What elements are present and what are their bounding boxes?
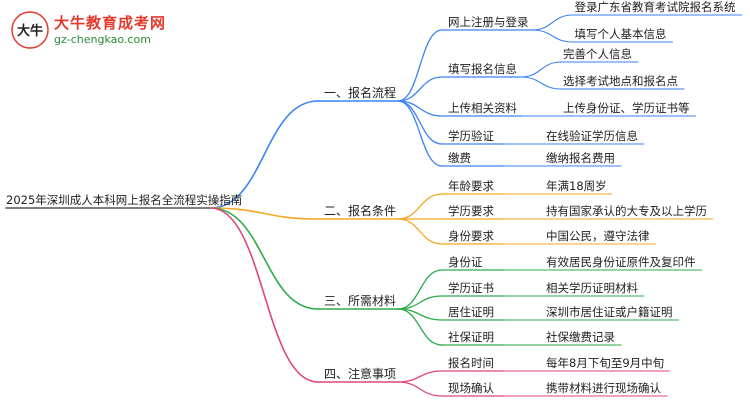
child-label: 学历证书 (448, 281, 494, 295)
child-label: 年龄要求 (448, 179, 494, 193)
leaf-label: 中国公民，遵守法律 (546, 229, 650, 243)
leaf-label: 深圳市居住证或户籍证明 (546, 305, 673, 319)
leaf-label: 登录广东省教育考试院报名系统 (575, 0, 736, 14)
leaf-label: 携带材料进行现场确认 (546, 381, 661, 395)
leaf-label: 相关学历证明材料 (546, 281, 638, 295)
branch-label-4: 四、注意事项 (324, 366, 396, 381)
leaf-label: 每年8月下旬至9月中旬 (546, 356, 664, 370)
branch-label-3: 三、所需材料 (324, 294, 396, 308)
leaf-label: 社保缴费记录 (546, 330, 615, 344)
child-label: 居住证明 (448, 305, 494, 319)
child-label: 学历要求 (448, 204, 494, 218)
child-label: 网上注册与登录 (448, 15, 529, 29)
leaf-label: 上传身份证、学历证书等 (563, 101, 690, 115)
child-label: 现场确认 (448, 381, 494, 395)
site-logo[interactable]: 大牛 大牛教育成考网 gz-chengkao.com (6, 8, 176, 52)
leaf-label: 缴纳报名费用 (546, 151, 615, 165)
logo-title: 大牛教育成考网 (54, 14, 167, 32)
bull-logo-icon: 大牛 (11, 11, 49, 49)
leaf-label: 年满18周岁 (546, 179, 607, 193)
leaf-label: 持有国家承认的大专及以上学历 (546, 204, 707, 218)
child-label: 身份证 (448, 255, 483, 269)
child-label: 报名时间 (448, 356, 494, 370)
logo-subtitle: gz-chengkao.com (54, 33, 151, 46)
child-label: 填写报名信息 (448, 62, 517, 76)
child-label: 上传相关资料 (448, 101, 517, 115)
child-label: 缴费 (448, 151, 471, 165)
leaf-label: 在线验证学历信息 (546, 129, 638, 143)
child-label: 社保证明 (448, 330, 494, 344)
root-node-label: 2025年深圳成人本科网上报名全流程实操指南 (6, 193, 242, 207)
mindmap-links (5, 14, 743, 397)
leaf-label: 选择考试地点和报名点 (563, 74, 678, 88)
leaf-label: 有效居民身份证原件及复印件 (546, 255, 696, 269)
mindmap-nodes: 2025年深圳成人本科网上报名全流程实操指南 一、报名流程 网上注册与登录 登录广东省… (6, 0, 736, 395)
logo-mark-text: 大牛 (17, 23, 43, 39)
branch-label-2: 二、报名条件 (324, 203, 396, 218)
child-label: 学历验证 (448, 129, 494, 143)
leaf-label: 完善个人信息 (563, 47, 632, 61)
branch-label-1: 一、报名流程 (324, 85, 396, 100)
child-label: 身份要求 (448, 229, 494, 243)
leaf-label: 填写个人基本信息 (575, 27, 667, 41)
